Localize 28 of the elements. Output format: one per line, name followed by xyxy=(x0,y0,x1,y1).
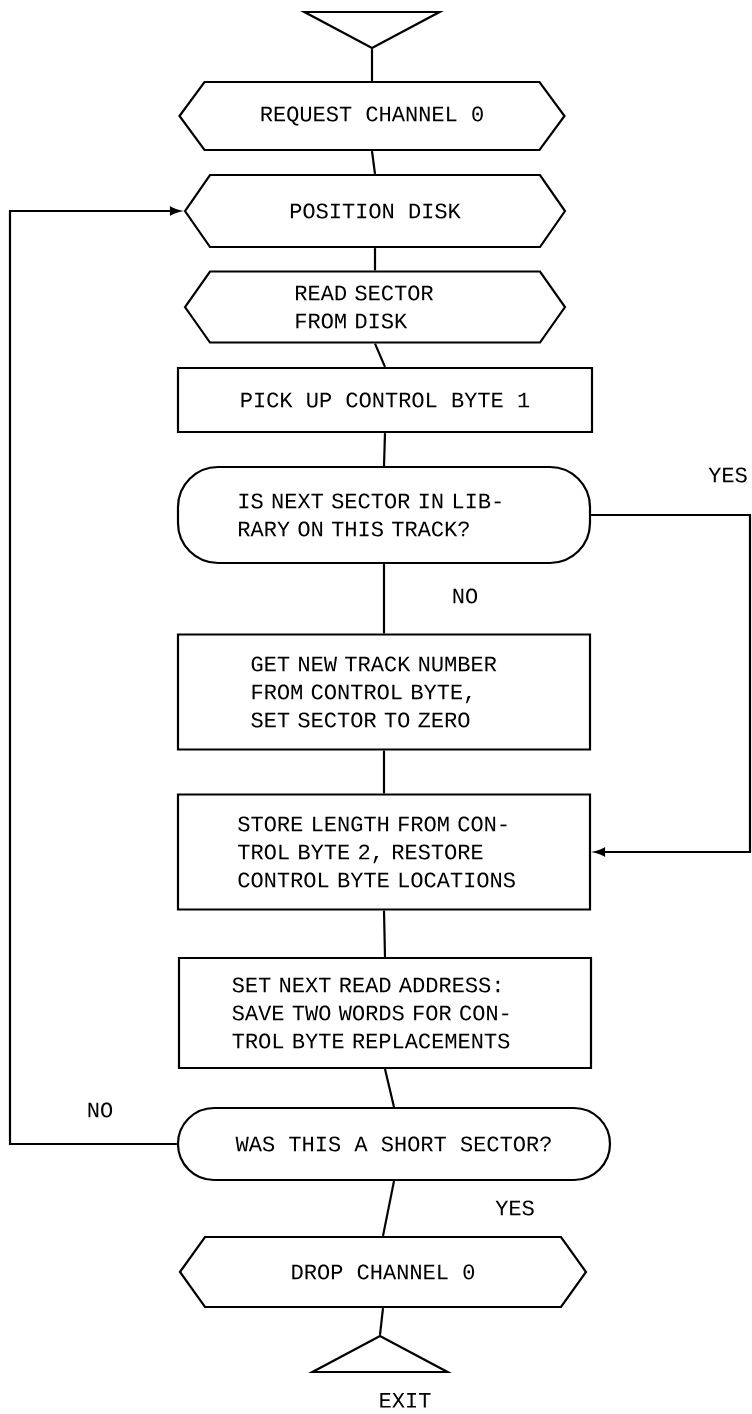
connector xyxy=(382,564,386,634)
connector xyxy=(373,248,377,271)
decision-box: WAS THIS A SHORT SECTOR? xyxy=(176,1106,612,1182)
process-box: PICK UP CONTROL BYTE 1 xyxy=(176,366,594,434)
connector xyxy=(382,433,387,466)
connector xyxy=(370,49,374,81)
hexagon-box: REQUEST CHANNEL 0 xyxy=(178,80,566,152)
process-box: STORE LENGTH FROM CON- TROL BYTE 2, RESTORE CONTROL BYTE LOCATIONS xyxy=(176,793,592,911)
hexagon-box: DROP CHANNEL 0 xyxy=(178,1235,588,1309)
connector xyxy=(381,1180,396,1237)
connector xyxy=(383,1068,396,1108)
connector xyxy=(591,513,752,857)
decision-box: IS NEXT SECTOR IN LIB- RARY ON THIS TRACK? xyxy=(176,465,592,565)
edge-label: YES xyxy=(707,466,749,484)
connector xyxy=(382,910,387,957)
exit-label: EXIT xyxy=(380,1393,431,1408)
hexagon-box: POSITION DISK xyxy=(183,173,567,249)
connector xyxy=(382,750,386,794)
connector xyxy=(374,343,386,368)
edge-label: NO xyxy=(450,587,480,605)
connector xyxy=(370,150,377,175)
process-box: SET NEXT READ ADDRESS: SAVE TWO WORDS FOR CON- TROL BYTE REPLACEMENTS xyxy=(177,956,593,1070)
hexagon-box: READ SECTOR FROM DISK xyxy=(183,270,567,344)
process-box: GET NEW TRACK NUMBER FROM CONTROL BYTE, SET SECTOR TO ZERO xyxy=(176,633,592,751)
connector xyxy=(8,206,181,1146)
connector xyxy=(378,1308,385,1336)
edge-label: NO xyxy=(85,1101,115,1119)
edge-label: YES xyxy=(494,1199,536,1217)
